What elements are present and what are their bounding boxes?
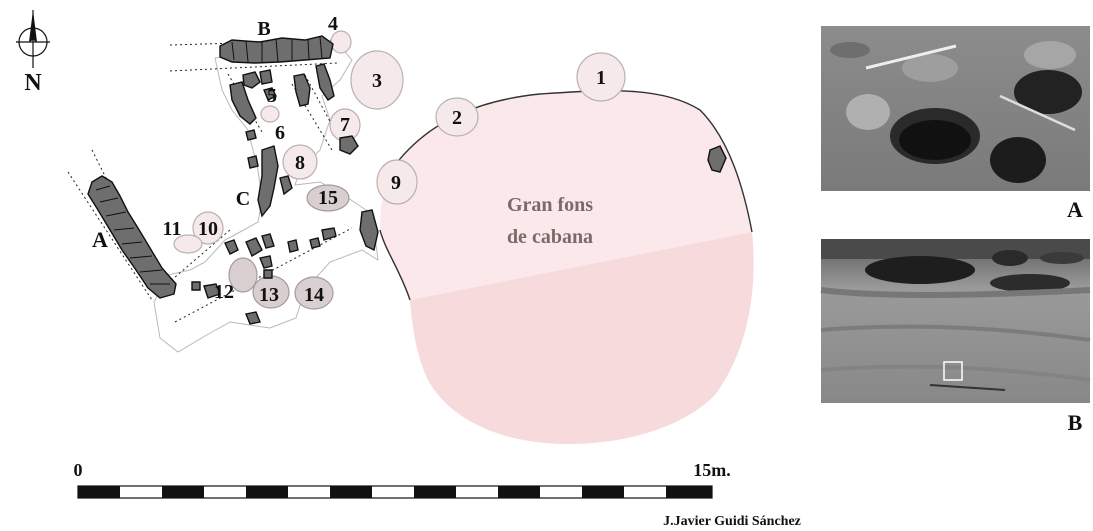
label-a: A [92,227,108,252]
author-credit: J.Javier Guidi Sánchez [663,514,801,529]
excavation-outline [153,45,379,353]
label-1: 1 [596,67,606,89]
label-5: 5 [267,85,277,107]
north-label: N [24,70,42,96]
label-c: C [236,188,250,210]
scale-end-label: 15m. [693,460,731,480]
stones [191,63,727,325]
label-7: 7 [340,114,350,136]
photo-a: A [821,26,1090,222]
north-arrow-icon: N [16,10,50,96]
label-10: 10 [198,218,218,240]
label-4: 4 [328,13,338,35]
pit-10 [192,211,224,245]
scale-bar: 0 15m. [74,460,731,499]
label-3: 3 [372,70,382,92]
pit-3 [350,50,404,110]
photo-b: B [820,239,1091,435]
pit-5 [260,105,280,123]
photo-b-label: B [1068,410,1083,435]
wall-a [87,175,177,299]
hut-label-line1: Gran fons [507,194,593,216]
label-9: 9 [391,172,401,194]
label-6: 6 [275,122,285,144]
pit-1 [576,52,626,102]
label-14: 14 [304,284,324,306]
label-b: B [257,18,270,40]
hut-label-line2: de cabana [507,226,593,248]
scale-start-label: 0 [74,460,83,480]
great-hut-pit: Gran fons de cabana [379,90,754,445]
label-12: 12 [214,281,234,303]
pit-2 [435,97,479,137]
label-15: 15 [318,187,338,209]
wall-b [219,35,334,64]
pit-9 [376,159,418,205]
label-8: 8 [295,152,305,174]
label-2: 2 [452,107,462,129]
pit-8 [282,144,318,180]
pit-12 [228,257,258,293]
pit-15 [306,184,350,212]
label-13: 13 [259,284,279,306]
pit-11 [173,234,203,254]
photo-a-label: A [1067,197,1083,222]
pit-14 [294,276,334,310]
feature-labels: B 4 3 1 2 5 7 6 8 9 15 C 10 11 A 12 13 1… [92,13,606,306]
label-11: 11 [163,218,182,240]
pits [173,30,626,310]
